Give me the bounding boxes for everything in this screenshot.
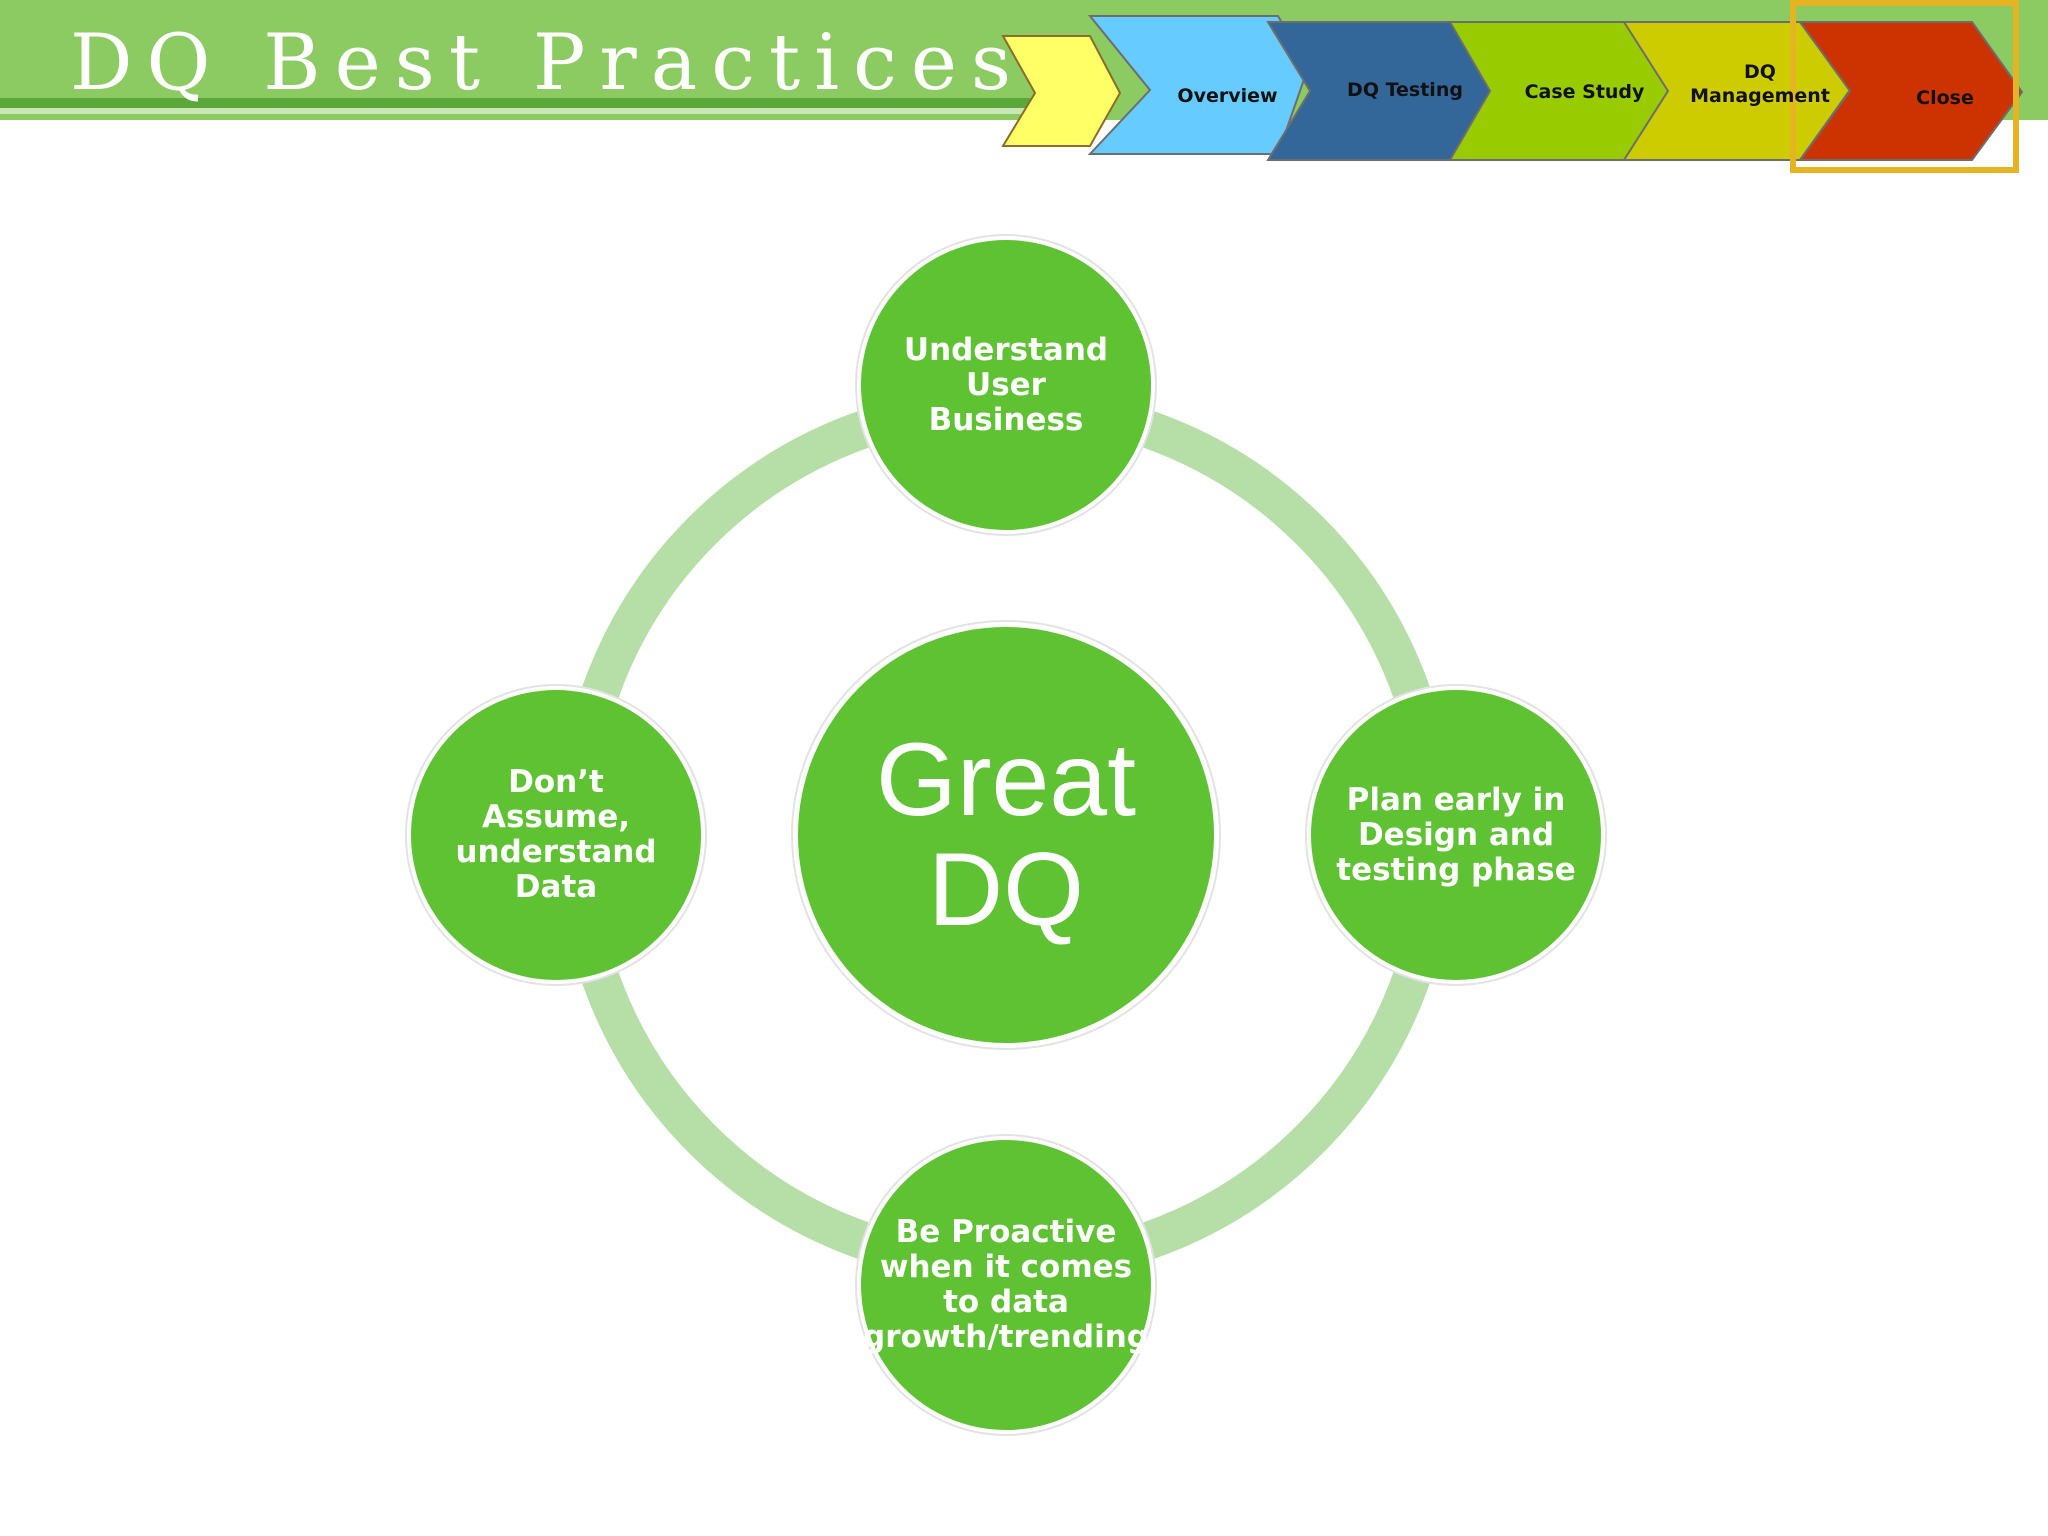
nav-case-study-label[interactable]: Case Study: [1524, 81, 1645, 103]
node-right-label: Plan early in Design and testing phase: [1336, 781, 1576, 888]
header-stripe: [0, 98, 1110, 108]
node-left-label: Don’t Assume, understand Data: [455, 764, 657, 905]
node-bottom: [861, 1140, 1151, 1430]
nav-tail-chevron: [1001, 35, 1122, 147]
node-top: [861, 240, 1151, 530]
nav-close-label[interactable]: Close: [1916, 87, 1974, 109]
nav-close-chevron[interactable]: [1798, 21, 2024, 161]
center-label: Great DQ: [875, 722, 1137, 948]
center-node: [798, 627, 1214, 1043]
nav-dq-testing-label[interactable]: DQ Testing: [1347, 79, 1463, 101]
nav-overview-label[interactable]: Overview: [1177, 85, 1278, 107]
nav-active-highlight: [1790, 0, 2019, 173]
node-right: [1311, 690, 1601, 980]
navigation-chevrons: [1001, 0, 2024, 173]
slide-title: DQ Best Practices: [70, 18, 1026, 108]
node-bottom-label: Be Proactive when it comes to data growt…: [863, 1214, 1149, 1355]
header-stripe-light: [0, 108, 1110, 114]
node-left: [411, 690, 701, 980]
nav-dq-management-label[interactable]: DQ Management: [1690, 61, 1830, 107]
node-top-label: Understand User Business: [903, 331, 1109, 438]
